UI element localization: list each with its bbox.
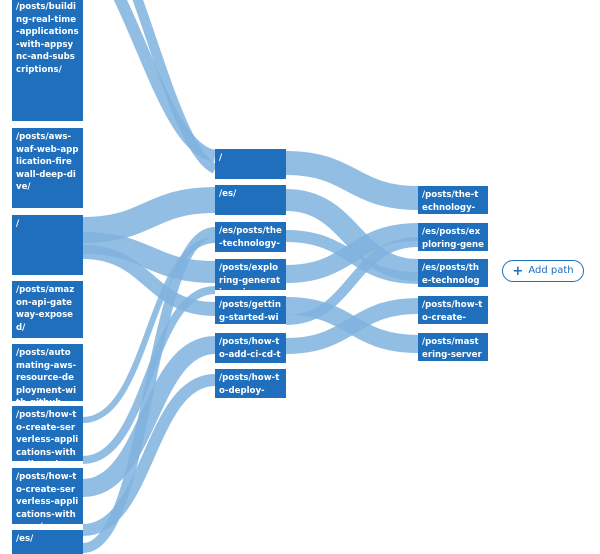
- node-step2-root[interactable]: /: [215, 149, 286, 179]
- node-label: /posts/how-to-create-serverless-applicat…: [16, 410, 79, 461]
- node-page-root[interactable]: /: [12, 215, 83, 275]
- node-page-building-real-time-applications[interactable]: /posts/building-real-time-applications-w…: [12, 0, 83, 121]
- node-label: /posts/getting-started-with-: [219, 300, 281, 323]
- add-path-button[interactable]: + Add path: [502, 260, 584, 282]
- node-step2-getting-started-with[interactable]: /posts/getting-started-with-: [215, 296, 286, 324]
- node-label: /: [219, 153, 223, 163]
- node-label: /posts/the-technology-: [422, 190, 479, 213]
- node-step2-es-root[interactable]: /es/: [215, 185, 286, 215]
- node-step3-es-the-technology[interactable]: /es/posts/the-technology-: [418, 259, 488, 287]
- node-label: /es/posts/the-technology-: [219, 226, 282, 249]
- flow-link: [82, 227, 216, 553]
- node-label: /es/posts/the-technology-: [422, 263, 480, 286]
- node-page-automating-aws-resource-deployment[interactable]: /posts/automating-aws-resource-deploymen…: [12, 344, 83, 401]
- flow-link: [82, 232, 216, 283]
- node-label: /posts/how-to-create-serverless-applicat…: [16, 472, 79, 524]
- node-step2-how-to-deploy[interactable]: /posts/how-to-deploy-: [215, 369, 286, 398]
- flow-link: [285, 151, 419, 210]
- node-step3-mastering-serverless[interactable]: /posts/mastering-serverless-: [418, 333, 488, 361]
- flow-link: [285, 237, 419, 325]
- node-label: /posts/automating-aws-resource-deploymen…: [16, 348, 77, 401]
- node-step2-es-the-technology[interactable]: /es/posts/the-technology-: [215, 222, 286, 252]
- add-path-label: Add path: [528, 265, 574, 276]
- node-page-serverless-with-cdk[interactable]: /posts/how-to-create-serverless-applicat…: [12, 406, 83, 461]
- flow-link: [285, 189, 419, 281]
- plus-icon: +: [512, 263, 524, 279]
- node-label: /posts/exploring-generative-ai-: [219, 263, 281, 290]
- flow-link: [82, 245, 216, 316]
- node-step2-how-to-add-ci-cd[interactable]: /posts/how-to-add-ci-cd-to-: [215, 333, 286, 363]
- node-label: /: [16, 219, 20, 229]
- node-label: /es/: [16, 534, 34, 544]
- node-label: /posts/how-to-create-: [422, 300, 483, 323]
- flow-link: [82, 336, 216, 497]
- node-page-serverless-with-sam[interactable]: /posts/how-to-create-serverless-applicat…: [12, 468, 83, 524]
- node-label: /posts/how-to-add-ci-cd-to-: [219, 337, 281, 363]
- node-label: /posts/how-to-deploy-: [219, 373, 280, 396]
- node-label: /posts/aws-waf-web-application-firewall-…: [16, 132, 79, 193]
- node-step3-the-technology[interactable]: /posts/the-technology-: [418, 186, 488, 214]
- node-page-aws-waf-deep-dive[interactable]: /posts/aws-waf-web-application-firewall-…: [12, 128, 83, 208]
- flow-link: [132, 0, 218, 174]
- flow-link: [82, 374, 216, 536]
- node-page-es-root[interactable]: /es/: [12, 530, 83, 554]
- node-page-amazon-api-gateway-exposed[interactable]: /posts/amazon-api-gateway-exposed/: [12, 281, 83, 338]
- node-label: /es/: [219, 189, 237, 199]
- flow-link: [82, 286, 216, 464]
- node-label: /posts/mastering-serverless-: [422, 337, 482, 360]
- flow-link: [82, 187, 216, 243]
- node-step3-es-exploring-generative[interactable]: /es/posts/exploring-generative-: [418, 223, 488, 251]
- node-label: /posts/building-real-time-applications-w…: [16, 2, 79, 75]
- flow-link: [285, 223, 419, 283]
- node-label: /es/posts/exploring-generative-: [422, 227, 484, 250]
- flow-link: [285, 298, 419, 354]
- node-label: /posts/amazon-api-gateway-exposed/: [16, 285, 75, 333]
- node-step2-exploring-generative-ai[interactable]: /posts/exploring-generative-ai-: [215, 259, 286, 290]
- node-step3-how-to-create[interactable]: /posts/how-to-create-: [418, 296, 488, 324]
